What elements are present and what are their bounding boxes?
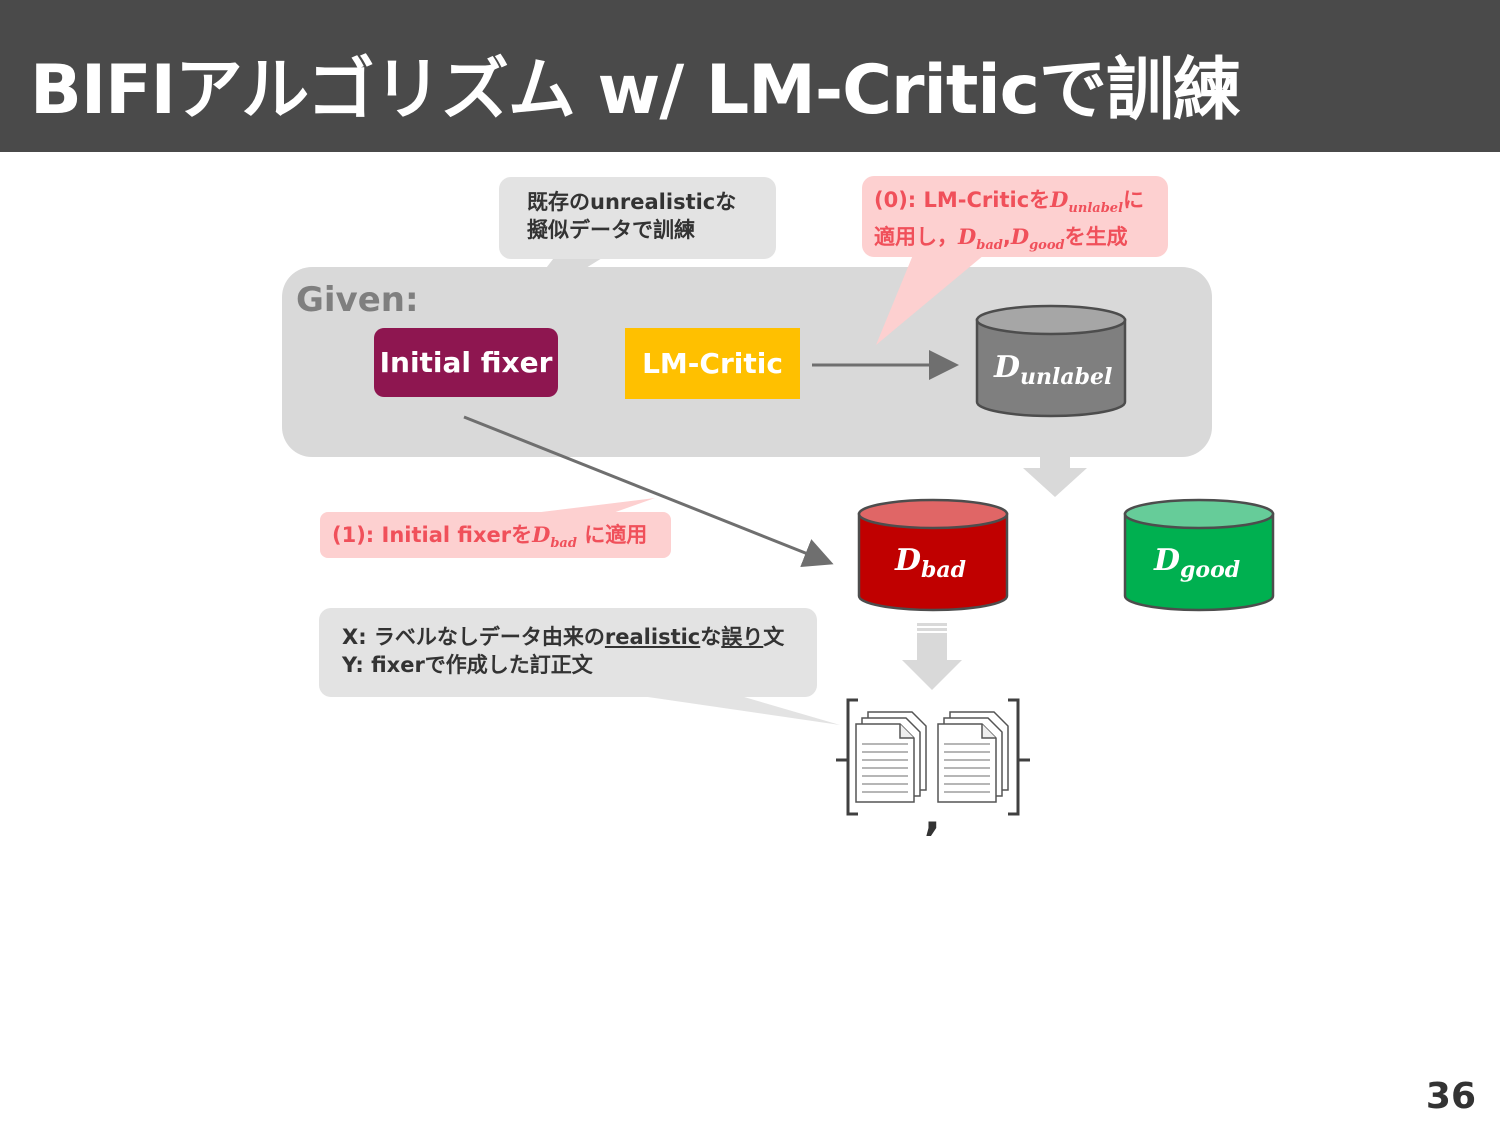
step0-line2-suffix: を生成: [1064, 225, 1128, 250]
lm-critic-box: [625, 328, 800, 399]
step0-separator: ,: [1002, 225, 1011, 250]
callout-pairs: [319, 608, 840, 725]
cylinder-bad: [857, 498, 1009, 612]
pair-comma: ,: [924, 790, 941, 841]
callout-step0-text: (0): LM-CriticをDunlabelに 適用し，Dbad,Dgoodを…: [874, 186, 1144, 260]
step0-d-unlabel-subscript: unlabel: [1068, 201, 1124, 217]
callout-pairs-y-line: Y: fixerで作成した訂正文: [342, 653, 593, 677]
step0-d-bad: Dbad: [958, 224, 1003, 253]
pairs-x-prefix: X: ラベルなしデータ由来の: [342, 625, 605, 649]
callout-step0-line1: (0): LM-CriticをDunlabelに: [874, 186, 1144, 223]
d-unlabel-subscript: unlabel: [1020, 364, 1113, 390]
step0-d-bad-subscript: bad: [976, 238, 1003, 254]
down-arrow-unlabel: [1023, 457, 1087, 497]
step0-d-good-subscript: good: [1029, 238, 1065, 254]
d-good-subscript: good: [1180, 557, 1241, 583]
slide-header: BIFIアルゴリズム w/ LM-Criticで訓練: [0, 0, 1500, 152]
pair-brackets: [836, 698, 1030, 816]
step0-d-unlabel-symbol: D: [1050, 187, 1069, 212]
pairs-x-suffix: 文: [763, 625, 785, 649]
cylinder-good: [1123, 498, 1275, 612]
step1-suffix: に適用: [576, 523, 648, 547]
callout-unrealistic: [499, 177, 776, 315]
callout-step0: [862, 176, 1168, 345]
callout-step1-text: (1): Initial fixerをDbad に適用: [332, 521, 647, 558]
initial-fixer-label: Initial fixer: [379, 346, 553, 379]
down-arrow-bad: [902, 623, 962, 690]
d-good-symbol: D: [1154, 543, 1181, 578]
arrow-fixer-to-bad: [463, 415, 834, 568]
d-good-label: Dgood: [1154, 543, 1240, 583]
callout-pairs-text: X: ラベルなしデータ由来のrealisticな誤り文 Y: fixerで作成し…: [342, 623, 784, 679]
d-bad-subscript: bad: [921, 557, 967, 583]
pairs-x-error: 誤り: [721, 625, 764, 649]
initial-fixer-box: [374, 328, 558, 397]
d-unlabel-symbol: D: [994, 350, 1021, 385]
slide-title: BIFIアルゴリズム w/ LM-Criticで訓練: [30, 51, 1241, 130]
document-stack-icon-y: [937, 711, 1009, 803]
step1-d-bad-subscript: bad: [550, 536, 577, 552]
d-bad-symbol: D: [895, 543, 922, 578]
step0-d-good: Dgood: [1010, 224, 1065, 253]
step0-d-bad-symbol: D: [958, 224, 977, 250]
step0-d-good-symbol: D: [1010, 224, 1030, 250]
step0-line1-suffix: に: [1123, 188, 1145, 212]
d-bad-label: Dbad: [895, 543, 966, 583]
d-unlabel-label: Dunlabel: [994, 350, 1112, 390]
pairs-x-mid: な: [700, 625, 722, 649]
step1-prefix: (1): Initial fixerを: [332, 523, 533, 547]
step0-line1-prefix: (0): LM-Criticを: [874, 188, 1051, 212]
step0-d-unlabel: Dunlabel: [1050, 187, 1123, 216]
step1-d-bad-symbol: D: [532, 522, 551, 547]
callout-pairs-x-line: X: ラベルなしデータ由来のrealisticな誤り文: [342, 623, 784, 651]
callout-step1: [320, 498, 671, 558]
cylinder-unlabel: [975, 304, 1127, 418]
page-number: 36: [1425, 1076, 1476, 1117]
callout-unrealistic-text: 既存のunrealisticな 擬似データで訓練: [527, 188, 736, 244]
given-label: Given:: [296, 280, 419, 320]
pairs-x-realistic: realistic: [604, 625, 701, 649]
callout-unrealistic-line1: 既存のunrealisticな: [527, 190, 737, 214]
step1-d-bad: Dbad: [532, 522, 577, 551]
callout-unrealistic-line2: 擬似データで訓練: [527, 218, 695, 242]
document-stack-icon-x: [855, 711, 927, 803]
callout-step0-line2: 適用し，Dbad,Dgoodを生成: [874, 223, 1144, 260]
step0-line2-prefix: 適用し，: [874, 225, 958, 250]
lm-critic-label: LM-Critic: [642, 347, 783, 380]
